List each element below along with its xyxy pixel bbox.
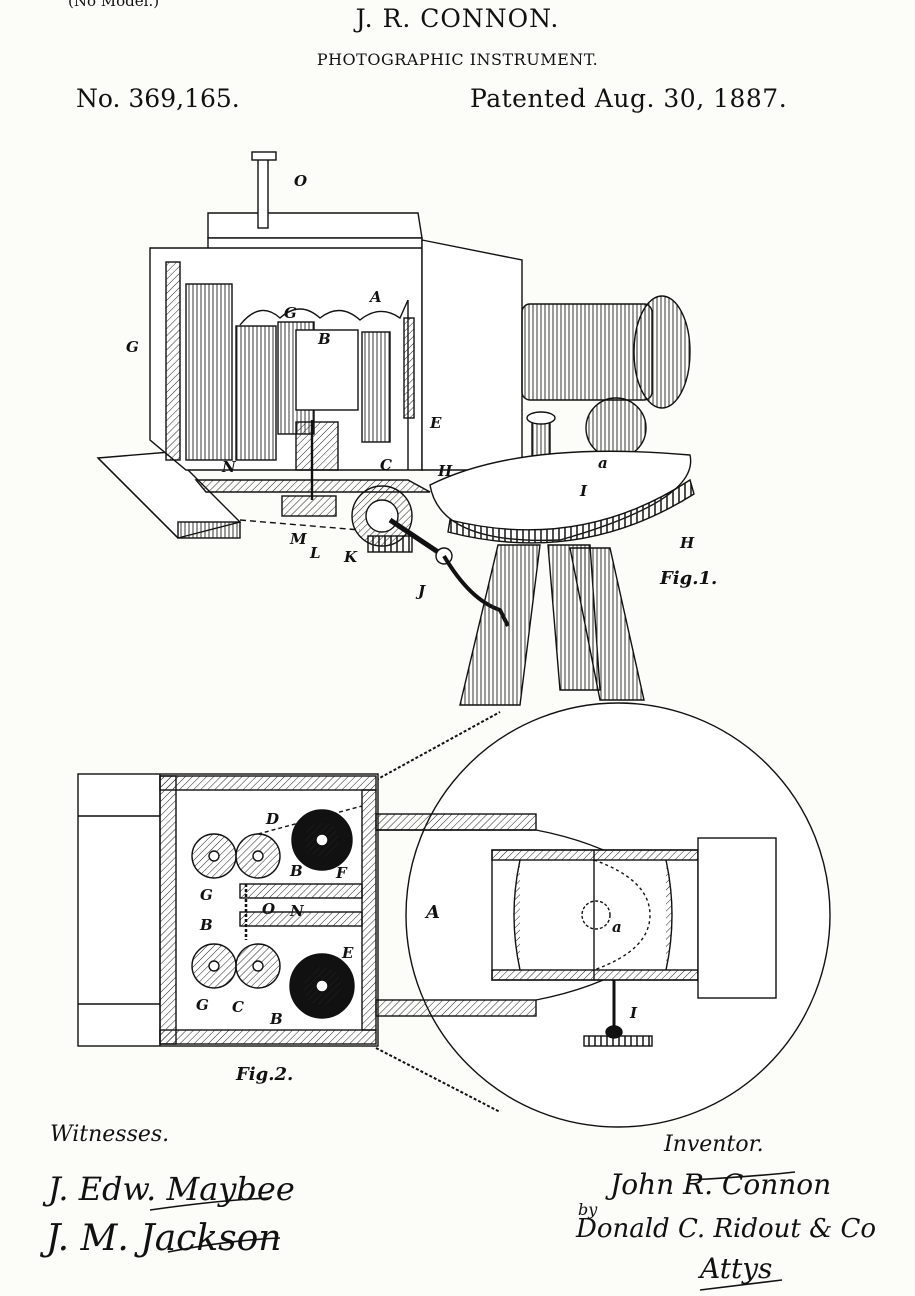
witness-2-signature: J. M. Jackson [46, 1218, 282, 1259]
fig1-tripod-leg-3 [569, 547, 645, 701]
fig1-roller-1 [185, 283, 233, 461]
witnesses-label: Witnesses. [50, 1122, 170, 1147]
fig1-label-b: B [317, 330, 331, 348]
fig1-label-g2: G [284, 304, 297, 322]
fig1-rear-section [421, 239, 523, 471]
fig2-caption: Fig.2. [235, 1064, 293, 1085]
fig1-side-wall-g [165, 261, 181, 461]
fig2-label-g1: G [200, 886, 213, 904]
fig1-roller-b [295, 329, 359, 411]
fig1-shutter-o [257, 155, 269, 229]
fig1-cutaway-edge [239, 299, 409, 326]
fig1-label-g1: G [126, 338, 139, 356]
model-note: (No Model.) [68, 0, 160, 10]
fig1-label-h1: H [437, 462, 453, 480]
fig2-lens-housing [491, 849, 699, 981]
inventor-label: Inventor. [664, 1132, 764, 1157]
fig2-label-b3: B [269, 1010, 283, 1028]
fig1-label-l: L [309, 544, 321, 562]
fig1-spindle-base-m [281, 495, 337, 517]
fig2-label-f: F [335, 864, 348, 882]
fig1-roller-2 [235, 325, 277, 461]
fig1-lens-barrel [521, 303, 653, 401]
fig1-roller-4 [361, 331, 391, 443]
fig1-label-n: N [221, 458, 237, 476]
fig1-label-i: I [579, 482, 588, 500]
fig2-label-i: I [629, 1004, 638, 1022]
fig1-caption: Fig.1. [659, 568, 717, 589]
figure-2 [77, 702, 831, 1128]
fig2-label-d: D [265, 810, 279, 828]
fig1-lens-cap [633, 295, 691, 409]
fig1-label-a: A [368, 288, 382, 306]
fig2-label-e: E [341, 944, 354, 962]
patent-number: No. 369,165. [76, 84, 240, 113]
fig1-focus-knob [585, 397, 647, 459]
attorney-title: Attys [700, 1252, 773, 1285]
signature-flourishes [149, 1171, 796, 1291]
fig2-label-b2: B [199, 916, 213, 934]
fig1-label-c: C [380, 456, 392, 474]
fig2-label-o: O [262, 900, 275, 918]
patent-date: Patented Aug. 30, 1887. [470, 84, 788, 113]
fig1-label-k: K [343, 548, 358, 566]
inventor-heading: J. R. CONNON. [355, 4, 560, 33]
fig2-label-a-small: a [612, 918, 622, 936]
inventor-signature: John R. Connon [610, 1168, 832, 1201]
fig1-label-o: O [294, 172, 307, 190]
fig2-divider-n [239, 883, 363, 899]
fig1-base-edge [177, 521, 241, 539]
fig1-crank-j [388, 517, 446, 559]
fig2-label-b1: B [289, 862, 303, 880]
figure-1 [96, 151, 695, 706]
attorney-signature: Donald C. Ridout & Co [576, 1214, 877, 1244]
fig1-label-h2: H [679, 534, 695, 552]
fig1-gear-h [447, 478, 695, 544]
patent-title: PHOTOGRAPHIC INSTRUMENT. [316, 50, 599, 69]
fig2-arm [375, 813, 537, 831]
fig2-lens-end [697, 837, 777, 999]
fig1-label-j: J [415, 582, 426, 600]
fig2-label-g2: G [196, 996, 209, 1014]
fig1-top-box [207, 212, 423, 239]
fig2-label-n: N [289, 902, 305, 920]
fig2-label-a: A [424, 902, 440, 923]
fig1-tripod-leg-1 [459, 544, 541, 706]
by-text: by [578, 1200, 598, 1219]
fig2-label-c: C [232, 998, 244, 1016]
fig1-label-e: E [429, 414, 442, 432]
fig1-label-m: M [289, 530, 307, 548]
witness-1-signature: J. Edw. Maybee [48, 1170, 295, 1208]
fig1-label-a-small: a [598, 454, 608, 472]
